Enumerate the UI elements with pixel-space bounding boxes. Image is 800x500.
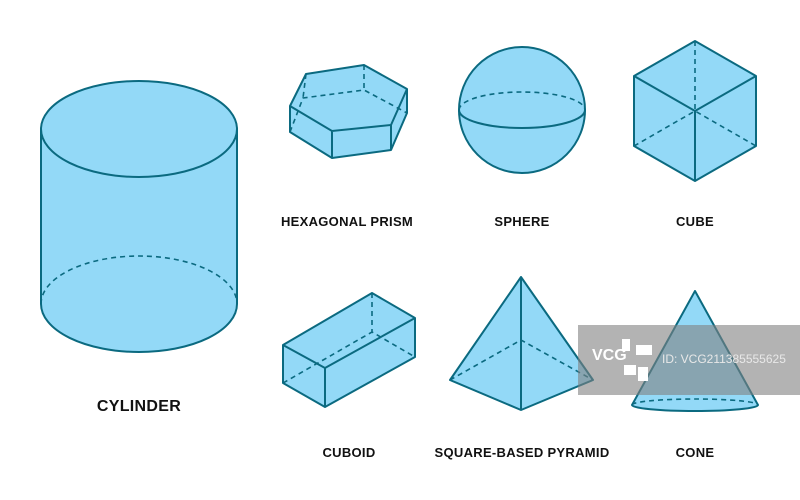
label-square-based-pyramid: SQUARE-BASED PYRAMID bbox=[434, 445, 610, 460]
label-sphere: SPHERE bbox=[494, 214, 550, 229]
label-cylinder: CYLINDER bbox=[96, 398, 182, 415]
label-cone: CONE bbox=[675, 445, 715, 460]
label-cube: CUBE bbox=[675, 214, 715, 229]
cube-shape bbox=[633, 40, 757, 182]
watermark-logo: VCG bbox=[592, 347, 627, 364]
watermark-burst-icon bbox=[622, 339, 652, 381]
square-based-pyramid-shape bbox=[449, 276, 594, 411]
cuboid-shape bbox=[282, 292, 416, 408]
sphere-shape bbox=[458, 46, 586, 174]
label-cuboid: CUBOID bbox=[322, 445, 376, 460]
label-hexagonal-prism: HEXAGONAL PRISM bbox=[280, 214, 414, 229]
cylinder-shape bbox=[40, 80, 238, 353]
watermark: VCG ID: VCG211385555625 bbox=[578, 325, 800, 395]
watermark-id: ID: VCG211385555625 bbox=[662, 352, 786, 366]
hexagonal-prism-shape bbox=[289, 64, 408, 159]
